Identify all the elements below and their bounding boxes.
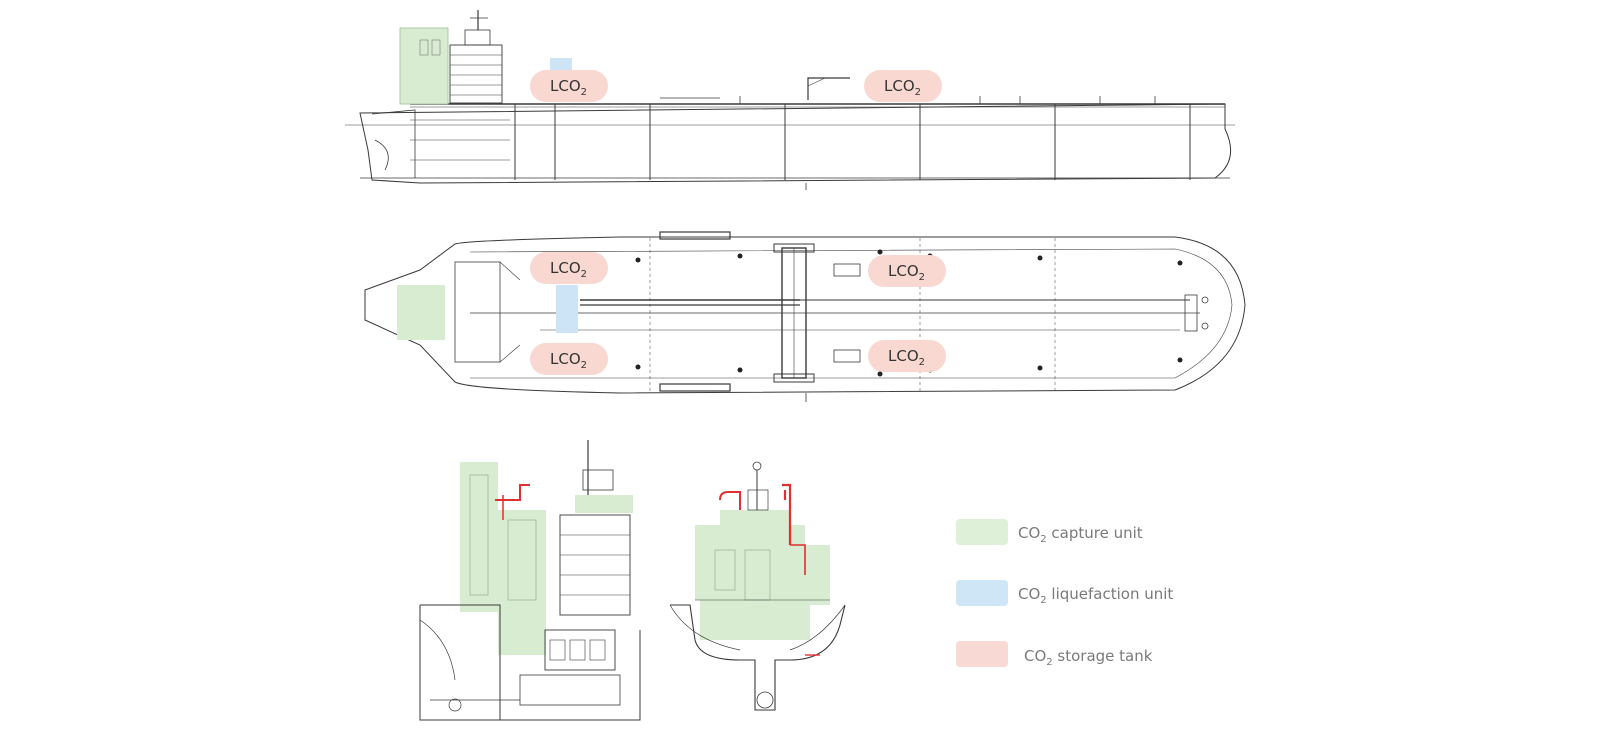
svg-text:LCO2: LCO2 [550, 259, 587, 280]
engine-room-cross-section [669, 461, 846, 711]
lco2-tank-side-fwd: LCO2 [864, 70, 942, 102]
legend-swatch-storage [956, 641, 1008, 667]
plan-hull-outline [364, 236, 1246, 394]
legend-item-capture: CO2 capture unit [956, 519, 1143, 545]
svg-text:CO2 capture unit: CO2 capture unit [1018, 524, 1143, 545]
svg-text:LCO2: LCO2 [888, 347, 925, 368]
svg-text:CO2 storage tank: CO2 storage tank [1024, 647, 1153, 668]
lco2-tank-plan-fwd-stbd: LCO2 [868, 340, 946, 372]
svg-text:LCO2: LCO2 [550, 77, 587, 98]
legend-swatch-capture [956, 519, 1008, 545]
capture-unit-side [399, 27, 449, 105]
side-elevation-view [345, 10, 1235, 190]
lco2-tank-plan-aft-stbd: LCO2 [530, 343, 608, 375]
svg-text:LCO2: LCO2 [888, 262, 925, 283]
legend-swatch-liquefaction [956, 580, 1008, 606]
lco2-tank-side-aft: LCO2 [530, 70, 608, 102]
capture-unit-cross-section [695, 510, 830, 640]
lco2-tank-plan-fwd-port: LCO2 [868, 255, 946, 287]
svg-text:LCO2: LCO2 [884, 77, 921, 98]
liquefaction-unit-plan [556, 285, 578, 333]
capture-unit-plan [397, 285, 445, 340]
svg-text:CO2 liquefaction unit: CO2 liquefaction unit [1018, 585, 1173, 606]
legend: CO2 capture unit CO2 liquefaction unit C… [956, 519, 1173, 668]
side-hull-outline [359, 103, 1232, 184]
engine-room-profile-section [419, 440, 641, 721]
lco2-tank-plan-aft-port: LCO2 [530, 252, 608, 284]
plan-view [364, 231, 1246, 402]
svg-text:LCO2: LCO2 [550, 350, 587, 371]
legend-item-storage: CO2 storage tank [956, 641, 1153, 668]
legend-item-liquefaction: CO2 liquefaction unit [956, 580, 1173, 606]
capture-unit-profile [460, 462, 498, 612]
liquefaction-unit-side [550, 58, 572, 72]
